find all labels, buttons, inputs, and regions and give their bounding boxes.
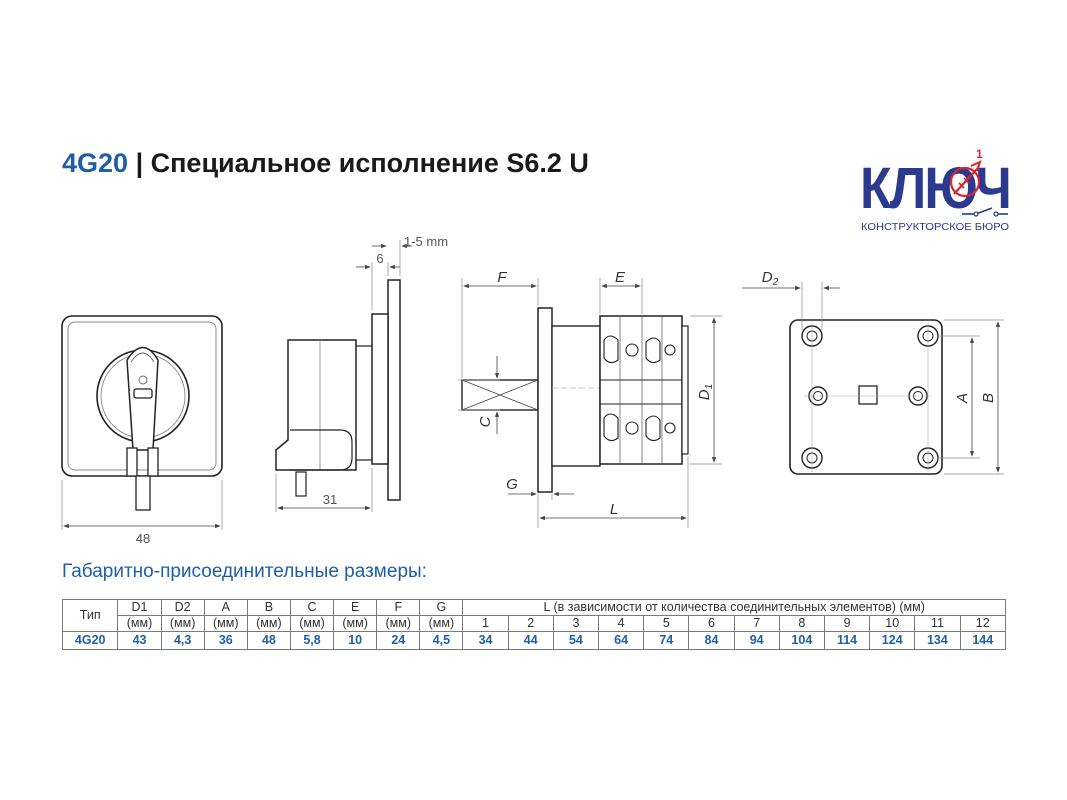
section-view: F E D1 C G L [458,269,722,528]
dim-A-label: A [954,393,971,404]
l-header: L (в зависимости от количества соедините… [462,599,1006,616]
dim-C-label: C [477,416,494,427]
row-value: 4,5 [419,631,464,650]
dim-L-label: L [610,501,618,518]
dimensions-table: Тип D1 D2 A B C E F G L (в зависимости о… [61,599,1007,650]
col-unit: (мм) [419,615,464,632]
col-header: D2 [160,599,205,616]
row-value: 4,3 [160,631,205,650]
switch-symbol-icon [962,207,1008,217]
dim-D1-label: D1 [696,384,715,400]
col-unit: (мм) [246,615,291,632]
row-l-value: 104 [778,631,825,650]
title-separator: | [128,148,151,178]
table-row: 4G20 43 4,3 36 48 5,8 10 24 4,5 34 44 54… [61,631,1007,650]
row-value: 5,8 [289,631,335,650]
side-view: 31 6 1-5 mm [275,234,448,512]
row-l-value: 34 [462,631,509,650]
type-header: Тип [61,599,119,632]
l-count: 8 [778,615,825,632]
dim-D2-sub: 2 [772,277,779,288]
l-count: 7 [733,615,780,632]
handle-lever-icon [126,346,159,511]
col-header: D1 [117,599,162,616]
col-header: E [333,599,378,616]
table-subheader-row: (мм) (мм) (мм) (мм) (мм) (мм) (мм) (мм) … [63,615,1007,632]
dim-E-label: E [615,269,626,286]
logo-subtitle: КОНСТРУКТОРСКОЕ БЮРО [861,221,1009,233]
col-unit: (мм) [289,615,335,632]
row-type: 4G20 [61,631,119,650]
row-l-value: 44 [507,631,554,650]
l-count: 6 [688,615,735,632]
dim-D1-letter: D [696,389,713,400]
dim-D2-letter: D [762,269,773,286]
l-count: 9 [823,615,871,632]
row-value: 48 [246,631,291,650]
row-l-value: 114 [823,631,871,650]
dim-D1-sub: 1 [704,384,715,390]
row-value: 24 [376,631,421,650]
col-header: A [203,599,248,616]
panel-thickness-label: 1-5 mm [404,234,448,249]
col-unit: (мм) [203,615,248,632]
key-emblem-icon [949,160,982,198]
row-value: 36 [203,631,248,650]
dim-G-label: G [506,476,518,493]
col-unit: (мм) [117,615,162,632]
dimensions-section-title: Габаритно-присоединительные размеры: [62,561,427,582]
contact-terminals-icon [603,335,676,442]
l-count: 2 [507,615,554,632]
col-header: G [419,599,464,616]
front-view: 48 [61,315,223,546]
row-l-value: 124 [869,631,916,650]
mounting-view: D2 A B [742,269,1004,475]
col-unit: (мм) [160,615,205,632]
l-count: 12 [959,615,1007,632]
l-count: 1 [462,615,509,632]
side-depth-label: 31 [323,492,337,507]
row-l-value: 134 [914,631,961,650]
row-value: 43 [117,631,162,650]
row-l-value: 144 [959,631,1007,650]
row-l-value: 54 [552,631,600,650]
brand-logo: КЛЮЧ 1 КОНСТРУКТОРСКОЕ БЮРО [860,147,1012,233]
row-l-value: 74 [643,631,690,650]
col-header: B [246,599,291,616]
col-unit: (мм) [333,615,378,632]
model-name: 4G20 [62,148,129,178]
dim-F-label: F [497,269,507,286]
page-title: 4G20 | Специальное исполнение S6.2 U [62,148,589,179]
front-width-label: 48 [136,531,150,546]
l-count: 11 [914,615,961,632]
dim-B-label: B [980,393,997,403]
table-header-row: Тип D1 D2 A B C E F G L (в зависимости о… [61,599,1006,632]
col-header: F [376,599,421,616]
col-unit: (мм) [376,615,421,632]
l-count: 10 [869,615,916,632]
row-l-value: 94 [733,631,780,650]
l-count: 3 [552,615,600,632]
row-l-value: 64 [598,631,645,650]
title-text: Специальное исполнение S6.2 U [150,148,589,178]
logo-superscript: 1 [976,147,983,161]
side-flange-label: 6 [376,251,383,266]
l-count: 5 [643,615,690,632]
l-count: 4 [598,615,645,632]
dim-D2-label: D2 [762,269,779,288]
row-value: 10 [333,631,378,650]
row-l-value: 84 [688,631,735,650]
col-header: C [289,599,335,616]
